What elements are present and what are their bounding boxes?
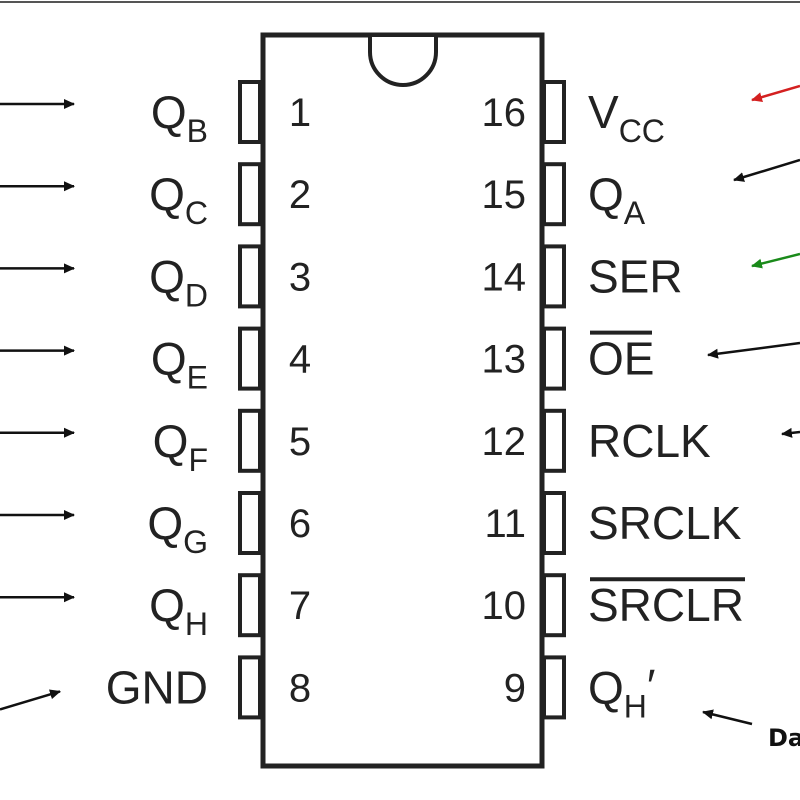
pin-arrow <box>0 689 61 711</box>
left-pin-2: 2 QC <box>0 162 311 231</box>
pin-name: SRCLK <box>588 497 742 549</box>
right-pin-12: 12 RCLK <box>482 408 800 473</box>
pin-number: 5 <box>289 420 311 464</box>
pin-number: 11 <box>484 502 526 546</box>
pin-number: 4 <box>289 338 311 382</box>
pin-number: 14 <box>482 255 527 299</box>
pin-number: 15 <box>482 173 527 217</box>
pin-lead <box>238 80 262 144</box>
chip-body <box>260 32 545 769</box>
pin-name: SER <box>588 250 683 302</box>
pin-number: 16 <box>482 91 527 135</box>
chip-notch <box>368 37 438 87</box>
pin-name: RCLK <box>588 415 711 467</box>
cut-off-label: Da <box>768 724 800 752</box>
pin-lead <box>238 573 262 638</box>
left-pin-8: 8 GND <box>0 655 311 720</box>
pin-lead <box>238 244 262 309</box>
pin-name: QH <box>149 579 208 642</box>
pin-name: QD <box>149 250 208 313</box>
pin-number: 3 <box>289 255 311 299</box>
pin-name: OE <box>588 333 654 385</box>
pin-number: 12 <box>482 420 527 464</box>
pin-lead <box>238 491 262 555</box>
right-pin-11: 11 SRCLK <box>484 491 742 555</box>
pin-arrow <box>733 158 800 182</box>
pin-name: QE <box>151 333 208 396</box>
right-pin-group: 16 VCC 15 QA 14 SER 13 OE 12 RCLK 11 SRCLK 10 SRCLR 9 Q… <box>482 80 800 726</box>
right-pin-16: 16 VCC <box>482 80 800 149</box>
left-pin-group: 1 QB 2 QC 3 QD 4 QE 5 QF 6 QG 7 QH 8 GND <box>0 80 311 720</box>
pin-name: QB <box>151 86 208 149</box>
pin-lead <box>542 80 566 144</box>
pin-lead <box>238 408 262 473</box>
pin-number: 6 <box>289 502 311 546</box>
pin-lead <box>542 408 566 473</box>
pin-name: QH′ <box>588 659 656 724</box>
pin-name: QC <box>149 168 208 231</box>
pin-name: GND <box>106 661 208 713</box>
pin-number: 2 <box>289 173 311 217</box>
pin-arrow <box>751 252 800 269</box>
left-pin-6: 6 QG <box>0 491 311 560</box>
pin-lead <box>542 162 566 227</box>
pin-arrow <box>707 341 800 359</box>
right-pin-10: 10 SRCLR <box>482 573 745 638</box>
pin-name: QG <box>147 497 208 560</box>
pin-number: 13 <box>482 338 527 382</box>
left-pin-5: 5 QF <box>0 408 311 478</box>
pin-lead <box>542 326 566 391</box>
pin-name: QF <box>153 415 208 478</box>
pin-lead <box>542 655 566 720</box>
pin-lead <box>542 573 566 638</box>
pin-lead <box>542 491 566 555</box>
right-pin-9: 9 QH′ <box>504 655 753 726</box>
pin-arrow <box>702 709 753 726</box>
pin-lead <box>238 326 262 391</box>
left-pin-1: 1 QB <box>0 80 311 149</box>
pin-lead <box>542 244 566 309</box>
pin-number: 1 <box>289 91 311 135</box>
pin-arrow <box>751 84 800 103</box>
pin-number: 9 <box>504 666 526 710</box>
right-pin-15: 15 QA <box>482 158 800 231</box>
pin-arrow <box>781 427 800 438</box>
left-pin-3: 3 QD <box>0 244 311 313</box>
pin-name: VCC <box>588 86 665 149</box>
right-pin-13: 13 OE <box>482 326 800 391</box>
pin-lead <box>238 655 262 720</box>
pin-name: SRCLR <box>588 579 744 631</box>
left-pin-4: 4 QE <box>0 326 311 396</box>
right-pin-14: 14 SER <box>482 244 800 309</box>
pin-number: 8 <box>289 666 311 710</box>
left-pin-7: 7 QH <box>0 573 311 642</box>
pin-number: 10 <box>482 584 527 628</box>
pin-lead <box>238 162 262 227</box>
pin-number: 7 <box>289 584 311 628</box>
pin-name: QA <box>588 168 646 231</box>
